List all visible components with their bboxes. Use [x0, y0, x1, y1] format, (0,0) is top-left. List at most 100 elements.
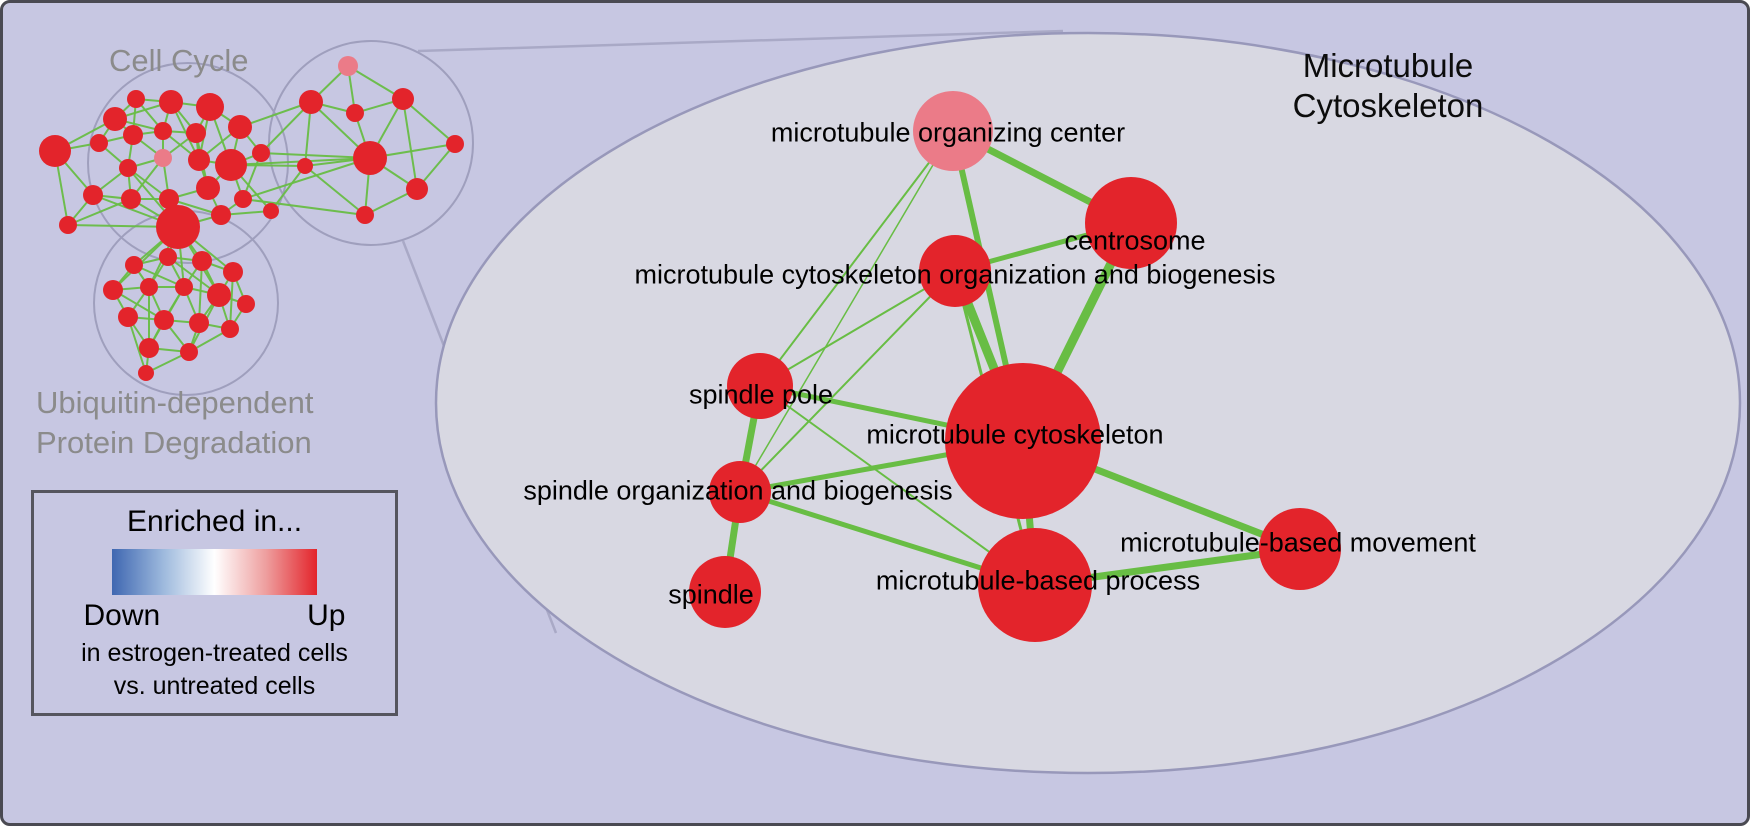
overview-node: [223, 262, 243, 282]
legend-down-label: Down: [83, 599, 161, 632]
overview-node: [83, 185, 103, 205]
overview-node: [138, 365, 154, 381]
node-label-spindle_pole: spindle pole: [688, 379, 834, 410]
zoom-node-mcob: [919, 235, 991, 307]
zoom-edge-moc-spindle_pole: [759, 130, 954, 387]
zoom-node-spindle_pole: [727, 353, 793, 419]
overview-edge: [133, 264, 185, 288]
zoom-node-mbm: [1259, 508, 1341, 590]
overview-edge: [198, 260, 203, 324]
overview-node: [215, 149, 247, 181]
overview-node: [237, 295, 255, 313]
legend-axis-labels: Down Up: [84, 599, 346, 633]
overview-node: [154, 310, 174, 330]
node-label-moc: microtubule organizing center: [770, 117, 1126, 148]
node-label-mbp: microtubule-based process: [875, 565, 1201, 596]
overview-node: [159, 90, 183, 114]
overview-node: [207, 283, 231, 307]
overview-edge: [270, 165, 306, 212]
overview-node: [192, 251, 212, 271]
overview-node: [159, 189, 179, 209]
overview-node: [346, 104, 364, 122]
overview-node: [121, 189, 141, 209]
overview-node: [103, 107, 127, 131]
overview-node: [353, 141, 387, 175]
overview-node: [189, 313, 209, 333]
zoom-callout-line: [417, 29, 1064, 53]
overview-node: [188, 149, 210, 171]
cluster-label-microtubule-line2: Cytoskeleton: [1292, 86, 1484, 124]
overview-node: [446, 135, 464, 153]
node-label-centrosome: centrosome: [1064, 225, 1206, 256]
overview-edge: [260, 152, 371, 159]
overview-edge: [242, 198, 366, 216]
overview-node: [118, 307, 138, 327]
node-label-spindle: spindle: [668, 579, 754, 610]
overview-node: [125, 256, 143, 274]
legend-title: Enriched in...: [126, 505, 303, 538]
overview-edge: [242, 157, 371, 200]
legend: Enriched in... Down Up in estrogen-treat…: [31, 490, 398, 716]
cluster-label-ubiquitin-line2: Protein Degradation: [36, 424, 312, 460]
overview-node: [196, 176, 220, 200]
legend-note-line1: in estrogen-treated cells: [81, 639, 348, 667]
node-label-sob: spindle organization and biogenesis: [523, 475, 953, 506]
overview-node: [140, 278, 158, 296]
node-label-mcob: microtubule cytoskeleton organization an…: [634, 259, 1276, 290]
cluster-label-ubiquitin: Ubiquitin-dependent Protein Degradation: [36, 383, 314, 462]
legend-note: in estrogen-treated cells vs. untreated …: [34, 637, 395, 703]
overview-node: [252, 144, 270, 162]
overview-node: [228, 115, 252, 139]
overview-node: [139, 338, 159, 358]
overview-node: [103, 280, 123, 300]
overview-node: [406, 178, 428, 200]
node-label-mc: microtubule cytoskeleton: [866, 419, 1164, 450]
legend-gradient-bar: [112, 549, 317, 595]
zoom-node-moc: [913, 91, 993, 171]
zoom-edge-mcob-spindle_pole: [759, 270, 956, 387]
overview-node: [90, 134, 108, 152]
overview-node: [175, 278, 193, 296]
zoom-edge-moc-sob: [739, 130, 954, 493]
network-svg: [39, 29, 1742, 775]
overview-node: [186, 123, 206, 143]
overview-node: [39, 135, 71, 167]
overview-edge: [304, 165, 366, 216]
cluster-circle-microtubule: [268, 40, 474, 246]
overview-node: [119, 159, 137, 177]
overview-node: [211, 205, 231, 225]
zoom-node-centrosome: [1085, 177, 1177, 269]
overview-node: [159, 248, 177, 266]
overview-edge: [67, 198, 132, 226]
legend-note-line2: vs. untreated cells: [113, 672, 316, 700]
zoom-node-mc: [945, 363, 1101, 519]
cluster-label-microtubule-line1: Microtubule: [1302, 47, 1474, 84]
overview-node: [299, 90, 323, 114]
cluster-label-microtubule: Microtubule Cytoskeleton: [1258, 46, 1518, 125]
zoom-node-spindle: [689, 556, 761, 628]
overview-node: [392, 88, 414, 110]
overview-node: [180, 343, 198, 361]
overview-node: [156, 205, 200, 249]
cluster-label-ubiquitin-line1: Ubiquitin-dependent: [36, 385, 314, 420]
overview-node: [127, 90, 145, 108]
overview-node: [356, 206, 374, 224]
node-label-mbm: microtubule-based movement: [1120, 527, 1476, 558]
zoom-edge-mcob-sob: [739, 270, 956, 493]
overview-node: [234, 190, 252, 208]
cluster-label-cell-cycle: Cell Cycle: [109, 43, 249, 78]
overview-node: [297, 158, 313, 174]
overview-node: [59, 216, 77, 234]
overview-node: [196, 93, 224, 121]
overview-edge: [239, 101, 312, 128]
overview-node: [154, 122, 172, 140]
overview-node: [123, 125, 143, 145]
overview-node: [263, 203, 279, 219]
overview-edge: [402, 98, 418, 190]
overview-node: [221, 320, 239, 338]
legend-up-label: Up: [307, 599, 346, 632]
overview-node: [154, 149, 172, 167]
overview-edge: [402, 98, 456, 145]
zoom-node-sob: [709, 461, 771, 523]
